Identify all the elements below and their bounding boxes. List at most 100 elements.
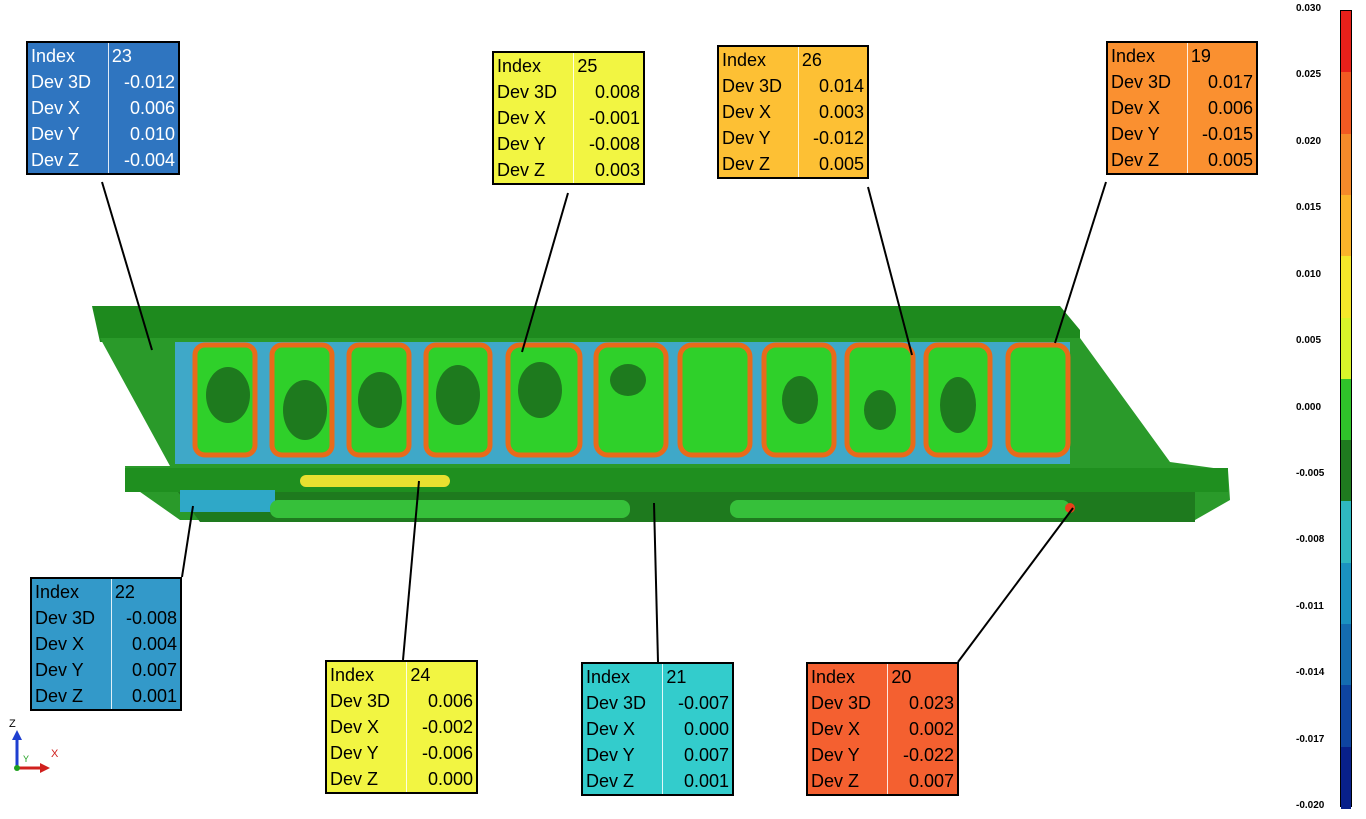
color-scale-band [1341, 685, 1351, 748]
callout-key: Dev Z [494, 157, 575, 183]
callout-value: -0.015 [1201, 124, 1253, 144]
callout-key: Dev X [327, 714, 408, 740]
color-scale-band [1341, 501, 1351, 564]
callout-key: Dev X [494, 105, 575, 131]
callout-key: Index [1108, 43, 1188, 69]
callout-key: Index [327, 662, 408, 688]
color-scale-band [1341, 624, 1351, 687]
callout-value: 0.010 [129, 124, 175, 144]
color-scale-tick-label: -0.020 [1296, 800, 1325, 811]
callout-value: 0.006 [129, 98, 175, 118]
callout-key: Dev Y [28, 121, 109, 147]
callout-value: -0.006 [421, 743, 473, 763]
callout-key: Dev Y [32, 657, 112, 683]
callout-value: 23 [111, 46, 132, 66]
callout-value: -0.012 [123, 72, 175, 92]
callout-value: 0.000 [427, 769, 473, 789]
callout-value: 0.007 [131, 660, 177, 680]
callout-key: Dev Y [583, 742, 664, 768]
color-scale-band [1341, 11, 1351, 74]
part-green-slot-2 [730, 500, 1070, 518]
part-windows [192, 342, 1071, 458]
callout-value: 0.014 [818, 76, 864, 96]
part-dark-patches [206, 362, 976, 440]
callout-key: Dev X [28, 95, 109, 121]
callout-value: -0.007 [677, 693, 729, 713]
callout-row: Dev 3D -0.012 [28, 69, 178, 95]
callout-key: Dev 3D [28, 69, 109, 95]
callout-value: 0.007 [908, 771, 954, 791]
axis-z-label: Z [9, 718, 16, 730]
callout-value: 0.007 [683, 745, 729, 765]
callout-value: 21 [666, 667, 687, 687]
part-hotspot [1065, 503, 1075, 513]
color-scale-tick-label: 0.000 [1296, 401, 1322, 413]
callout-value: -0.004 [123, 150, 175, 170]
callout-value: 19 [1190, 46, 1211, 66]
callout-row: Dev Y 0.010 [28, 121, 178, 147]
callout-value: 0.006 [427, 691, 473, 711]
callout-value: 0.001 [683, 771, 729, 791]
color-scale-tick-label: -0.005 [1296, 467, 1325, 479]
color-scale-band [1341, 562, 1351, 626]
callout-row: Dev Y-0.008 [494, 131, 643, 157]
callout-value: 25 [577, 56, 598, 76]
callout-value: 0.002 [908, 719, 954, 739]
callout-row: Dev X-0.001 [494, 105, 643, 131]
callout-row: Dev Y 0.007 [583, 742, 732, 768]
axis-triad-icon [12, 730, 50, 773]
callout-value: 0.004 [131, 634, 177, 654]
callout-row: Dev Y 0.007 [32, 657, 180, 683]
color-scale-tick-label: 0.020 [1296, 135, 1322, 147]
callout-row: Dev Y-0.022 [808, 742, 957, 768]
callout-key: Dev X [583, 716, 664, 742]
callout-key: Index [494, 53, 575, 79]
callout-row: Dev Z-0.004 [28, 147, 178, 173]
callout-row: Dev 3D-0.008 [32, 605, 180, 631]
callout-key: Dev 3D [32, 605, 112, 631]
callout-value: 20 [891, 667, 912, 687]
callout-value: 0.001 [131, 686, 177, 706]
callout-key: Dev Z [32, 683, 112, 709]
axis-x-label: X [51, 748, 59, 760]
callout-row: Dev Y-0.015 [1108, 121, 1256, 147]
color-scale-tick-label: 0.005 [1296, 335, 1322, 347]
color-scale-tick-label: 0.015 [1296, 202, 1322, 214]
color-scale-tick-label: 0.010 [1296, 268, 1322, 280]
callout-key: Dev Z [719, 151, 799, 177]
callout-value: -0.008 [588, 134, 640, 154]
color-scale-tick-label: -0.014 [1296, 667, 1325, 679]
color-scale-band [1341, 317, 1351, 380]
callout-row: Dev 3D-0.007 [583, 690, 732, 716]
callout-value: 26 [801, 50, 822, 70]
color-scale-band [1341, 72, 1351, 135]
